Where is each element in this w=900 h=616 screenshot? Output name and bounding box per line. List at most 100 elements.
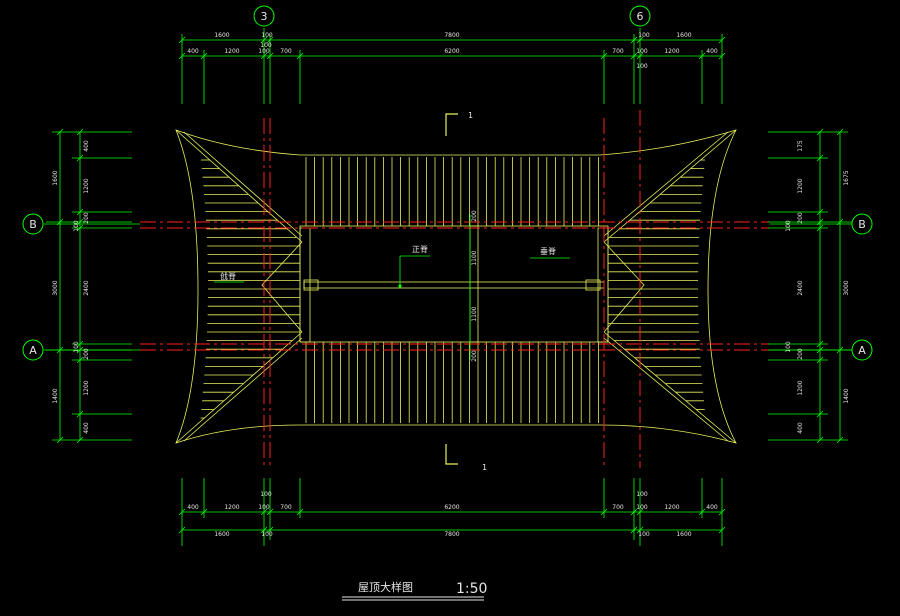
dim-right-inner-2: 200	[797, 212, 804, 224]
tick-top2	[178, 52, 186, 60]
dim-right-inner-8: 400	[797, 422, 804, 434]
dim-top-2-2: 100	[258, 48, 270, 55]
tick-bottom2	[698, 508, 706, 516]
dim-bot-2-0: 1600	[214, 531, 229, 538]
tick-right2	[816, 340, 824, 348]
dim-bot-1-8: 400	[706, 504, 718, 511]
dim-center-2: 1100	[471, 306, 478, 321]
grid-bubble-3	[253, 5, 275, 27]
dim-bot-1-4: 6200	[444, 504, 459, 511]
section-mark-top	[445, 113, 458, 136]
hip-line-bl	[175, 331, 303, 444]
tick-left	[56, 218, 64, 226]
tick-top2	[266, 52, 274, 60]
tick-top2	[260, 52, 268, 60]
dim-bot-1-5: 700	[612, 504, 624, 511]
dim-bot-2-2: 7800	[444, 531, 459, 538]
tick-bottom2	[178, 508, 186, 516]
dim-top-1-2: 7800	[444, 32, 459, 39]
dim-top-1-1: 100	[261, 32, 273, 39]
dim-top-2-4: 6200	[444, 48, 459, 55]
main-ridge	[303, 281, 605, 289]
tick-right	[836, 346, 844, 354]
hip-line-tr	[603, 129, 737, 243]
drawing-title: 屋顶大样图	[358, 580, 413, 594]
dim-right-outer-2: 1400	[843, 388, 850, 403]
tick-bottom2	[266, 508, 274, 516]
end-post-left	[299, 227, 311, 343]
dim-left-inner-3: 100	[73, 220, 80, 232]
tick-left2	[76, 218, 84, 226]
tick-left2	[76, 340, 84, 348]
axis-lines	[140, 110, 770, 468]
dim-center-0: 200	[471, 210, 478, 222]
tick-right	[836, 218, 844, 226]
drawing-scale: 1:50	[456, 581, 487, 597]
dim-left-inner-1: 1200	[83, 178, 90, 193]
tick-right2	[816, 436, 824, 444]
tick-right2	[816, 356, 824, 364]
dim-bot-1-0: 400	[187, 504, 199, 511]
tick-top	[630, 36, 638, 44]
tick-top2	[296, 52, 304, 60]
dim-top-2-8: 400	[706, 48, 718, 55]
tick-left2	[76, 224, 84, 232]
dim-right-inner-6: 200	[797, 348, 804, 360]
tick-bottom	[266, 526, 274, 534]
dim-center-3: 200	[471, 350, 478, 362]
dim-top-2-7: 1200	[664, 48, 679, 55]
grid-label-b-right: B	[858, 218, 866, 231]
roof-core	[299, 225, 609, 343]
hip-line-br-2	[603, 337, 729, 442]
tick-top	[260, 36, 268, 44]
dim-top-2-1: 1200	[224, 48, 239, 55]
section-label-top: 1	[468, 111, 473, 120]
roof-outline	[175, 129, 737, 444]
dim-top-1-0: 1600	[214, 32, 229, 39]
dim-right-inner-1: 1200	[797, 178, 804, 193]
dim-top-2-6: 100	[636, 48, 648, 55]
dim-bot-1-6: 100	[636, 504, 648, 511]
label-eave: 戗脊	[220, 271, 236, 281]
dim-top-1-4: 1600	[676, 32, 691, 39]
tick-top2	[600, 52, 608, 60]
leader-dot	[398, 284, 402, 288]
dim-top-small-0: 100	[260, 42, 272, 49]
roof-plan	[175, 129, 737, 444]
dims-top: 1600 100 7800 100 1600 400 1200 100 700 …	[187, 32, 718, 70]
dim-right-outer-0: 1675	[843, 170, 850, 185]
dim-bot-2-3: 100	[638, 531, 650, 538]
hip-line-br	[603, 331, 737, 444]
dim-center-1: 1100	[471, 250, 478, 265]
rafter-lines	[200, 157, 707, 423]
hip-line-tl-2	[183, 131, 303, 237]
dim-bot-2-4: 1600	[676, 531, 691, 538]
tick-left2	[76, 436, 84, 444]
tick-right	[836, 128, 844, 136]
dim-left-inner-8: 400	[83, 422, 90, 434]
dim-bot-small-1: 100	[636, 491, 648, 498]
dim-bot-2-1: 100	[261, 531, 273, 538]
hip-line-tl	[175, 129, 303, 243]
dim-left-outer-1: 3000	[52, 280, 59, 295]
tick-top2	[630, 52, 638, 60]
tick-right	[836, 436, 844, 444]
tick-top2	[200, 52, 208, 60]
tick-top	[636, 36, 644, 44]
dim-bot-1-1: 1200	[224, 504, 239, 511]
dim-left-inner-2: 200	[83, 212, 90, 224]
dim-bot-1-3: 700	[280, 504, 292, 511]
tick-bottom2	[200, 508, 208, 516]
grid-label-3: 3	[261, 10, 268, 23]
tick-right2	[816, 410, 824, 418]
ridge-block-left	[303, 279, 319, 291]
grid-label-a-left: A	[29, 344, 37, 357]
tick-left	[56, 128, 64, 136]
tick-bottom	[718, 526, 726, 534]
grid-label-a-right: A	[858, 344, 866, 357]
dim-left-outer-0: 1600	[52, 170, 59, 185]
dim-right-inner-4: 2400	[797, 280, 804, 295]
dims-bottom: 400 1200 100 700 6200 700 100 1200 400 1…	[187, 491, 718, 538]
tick-right2	[816, 224, 824, 232]
dim-top-2-0: 400	[187, 48, 199, 55]
